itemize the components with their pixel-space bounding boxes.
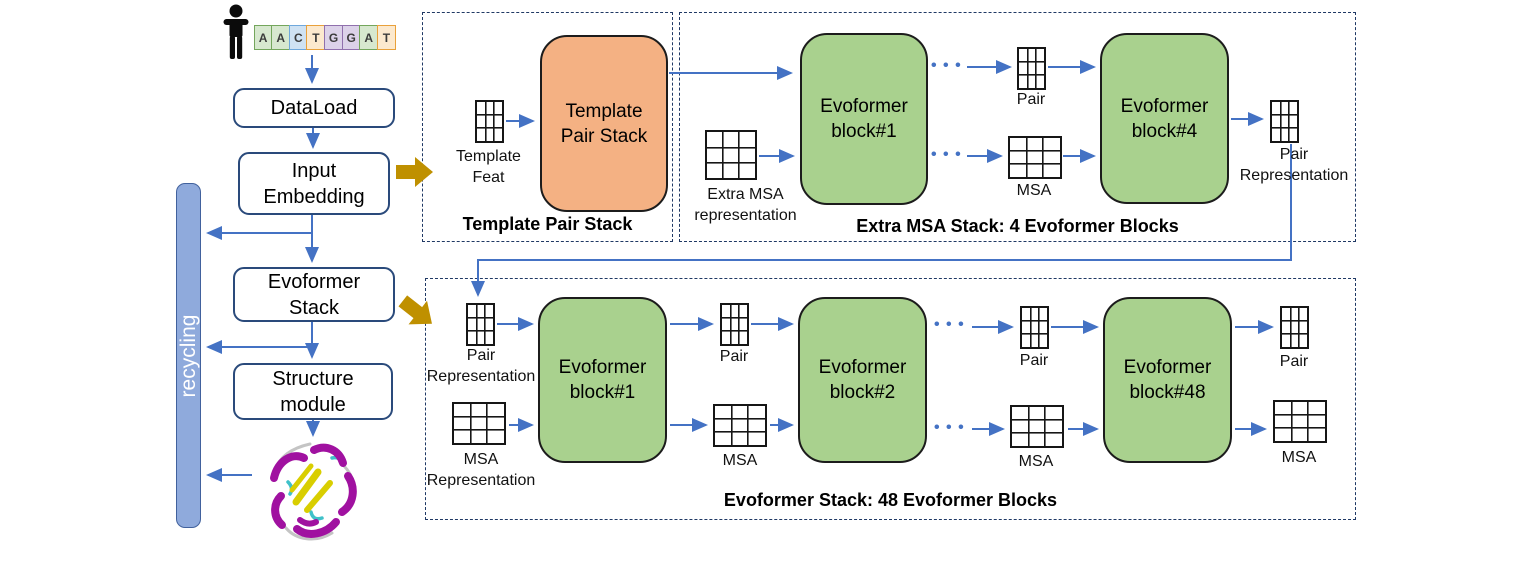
pair-label: Pair — [1016, 91, 1046, 108]
msa-grid-icon — [1273, 400, 1327, 443]
evoformer-block2: Evoformer block#2 — [798, 297, 927, 463]
msa-grid-icon — [1008, 136, 1062, 179]
ellipsis-dots: • • • — [931, 57, 962, 74]
pair-label: Pair — [1019, 352, 1049, 369]
msa-grid-icon — [713, 404, 767, 447]
ellipsis-dots: • • • — [934, 316, 965, 333]
ellipsis-dots: • • • — [934, 419, 965, 436]
template-pair-stack-block: Template Pair Stack — [540, 35, 668, 212]
sequence-letter: A — [253, 25, 273, 50]
gold-arrow-downright-icon — [398, 295, 432, 325]
template-feat-label: Template Feat — [456, 148, 521, 186]
sequence-letter: T — [376, 25, 396, 50]
dataload-node: DataLoad — [233, 88, 395, 128]
pair-label: Pair — [1279, 353, 1309, 370]
template-feat-grid-icon — [475, 100, 504, 143]
structure-module-node: Structure module — [233, 363, 393, 420]
evoformer-stack-box — [425, 278, 1356, 520]
evoformer-stack-node: Evoformer Stack — [233, 267, 395, 322]
person-icon — [223, 4, 249, 59]
msa-label: MSA — [1016, 182, 1052, 199]
input-embedding-node: Input Embedding — [238, 152, 390, 215]
pair-representation-grid-icon — [466, 303, 495, 346]
msa-representation-grid-icon — [452, 402, 506, 445]
sequence-letter: A — [271, 25, 291, 50]
extra-msa-representation-label: Extra MSA representation — [694, 186, 797, 224]
sequence-letter: G — [341, 25, 361, 50]
pair-grid-icon — [720, 303, 749, 346]
pair-grid-icon — [1020, 306, 1049, 349]
extra-msa-stack-box — [679, 12, 1356, 242]
sequence-letter: T — [306, 25, 326, 50]
pair-representation-label: Pair Representation — [426, 347, 536, 385]
pair-grid-icon — [1280, 306, 1309, 349]
template-pair-stack-box — [422, 12, 673, 242]
gold-arrow-icons — [396, 157, 433, 325]
recycling-bar: recycling — [176, 183, 201, 528]
recycling-label: recycling — [176, 314, 200, 397]
dna-sequence: A A C T G G A T — [253, 25, 396, 50]
pair-grid-icon — [1017, 47, 1046, 90]
extra-evoformer-block4: Evoformer block#4 — [1100, 33, 1229, 204]
extra-msa-representation-grid-icon — [705, 130, 757, 180]
flow-arrows — [206, 55, 1292, 482]
pair-representation-label: Pair Representation — [1239, 146, 1349, 184]
evoformer-stack-caption: Evoformer Stack: 48 Evoformer Blocks — [723, 490, 1058, 510]
extra-msa-stack-caption: Extra MSA Stack: 4 Evoformer Blocks — [856, 216, 1179, 236]
msa-representation-label: MSA Representation — [426, 451, 536, 489]
extra-evoformer-block1: Evoformer block#1 — [800, 33, 928, 205]
evoformer-block1: Evoformer block#1 — [538, 297, 667, 463]
msa-grid-icon — [1010, 405, 1064, 448]
protein-structure-image — [270, 442, 357, 541]
msa-label: MSA — [722, 452, 758, 469]
msa-label: MSA — [1281, 449, 1317, 466]
gold-arrow-right-icon — [396, 157, 433, 187]
sequence-letter: A — [359, 25, 379, 50]
evoformer-block48: Evoformer block#48 — [1103, 297, 1232, 463]
template-pair-stack-caption: Template Pair Stack — [462, 214, 633, 234]
pair-label: Pair — [719, 348, 749, 365]
ellipsis-dots: • • • — [931, 146, 962, 163]
msa-label: MSA — [1018, 453, 1054, 470]
sequence-letter: G — [324, 25, 344, 50]
sequence-letter: C — [288, 25, 308, 50]
pair-representation-grid-icon — [1270, 100, 1299, 143]
